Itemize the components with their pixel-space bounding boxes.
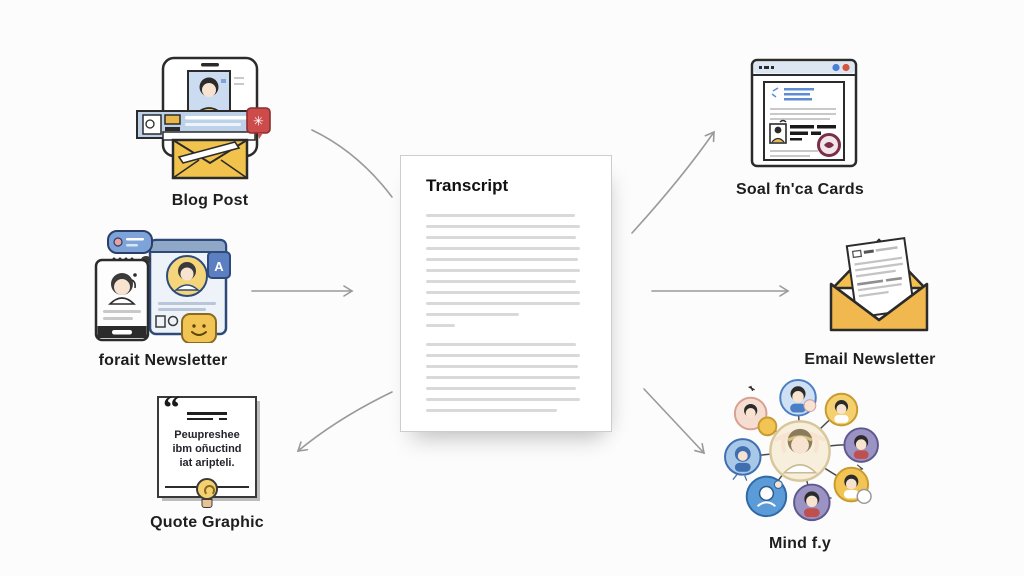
node-label-email-newsletter: Email Newsletter <box>804 351 936 368</box>
arrow-transcript-to-mindmap <box>643 388 706 455</box>
lightbulb-icon <box>196 478 218 500</box>
mindmap-center-avatar <box>769 420 831 482</box>
node-forait-newsletter: A <box>88 228 238 370</box>
node-social-cards: Soal fn'ca Cards <box>725 56 875 199</box>
node-label-mind-map: Mind f.y <box>768 535 832 552</box>
social-feed-cards-icon: A <box>94 230 231 344</box>
arrow-transcript-to-socialcards <box>631 130 715 234</box>
profile-card: A <box>148 238 231 336</box>
svg-text:A: A <box>214 259 224 274</box>
transcript-text-lines <box>426 214 586 412</box>
node-label-forait-newsletter: forait Newsletter <box>98 352 228 369</box>
profile-snippet <box>769 119 836 144</box>
letter <box>845 237 915 319</box>
notification-badge: ✳ <box>246 107 271 139</box>
node-label-blog-post: Blog Post <box>171 192 249 209</box>
node-email-newsletter: Email Newsletter <box>795 226 945 369</box>
node-quote-graphic: “ Peɯpreshee ibm oñuctind iat aripteli. … <box>132 390 282 532</box>
node-blog-post: ✳ Blog Post <box>135 55 285 210</box>
blog-post-icon: ✳ <box>136 56 271 180</box>
smiley-tile <box>181 313 217 344</box>
arrow-blogpost-to-transcript <box>311 129 393 198</box>
label-badge <box>207 251 231 279</box>
phone-card <box>94 258 150 342</box>
social-cards-icon <box>750 58 858 168</box>
inner-card <box>763 81 845 161</box>
mindmap-avatar-bottom-left <box>745 475 788 518</box>
mind-map-icon <box>724 378 879 522</box>
stamp-seal <box>817 133 841 157</box>
node-label-quote-graphic: Quote Graphic <box>150 514 264 531</box>
mindmap-avatar-right <box>843 427 879 463</box>
quote-text: Peɯpreshee ibm oñuctind iat aripteli. <box>172 429 242 469</box>
transcript-document: Transcript <box>400 155 612 432</box>
quote-graphic-icon: “ Peɯpreshee ibm oñuctind iat aripteli. <box>157 390 257 508</box>
svg-text:✳: ✳ <box>253 114 264 129</box>
mindmap-avatar-top-right <box>824 392 859 427</box>
banner-bar <box>136 110 256 141</box>
mindmap-avatar-bottom <box>793 483 831 522</box>
arrow-transcript-to-quote <box>296 391 393 452</box>
transcript-title: Transcript <box>426 176 509 195</box>
node-label-social-cards: Soal fn'ca Cards <box>736 181 864 198</box>
envelope <box>171 138 249 180</box>
mindmap-avatar-left <box>724 438 762 481</box>
window-dot-blue <box>832 63 840 72</box>
mindmap-avatar-top-left <box>733 385 778 437</box>
quotation-mark-icon: “ <box>163 390 180 427</box>
node-mind-map: Mind f.y <box>724 378 879 553</box>
window-dot-red <box>842 63 850 72</box>
mindmap-avatar-top <box>779 378 817 417</box>
email-newsletter-icon <box>829 237 928 332</box>
mindmap-avatar-bottom-right <box>833 466 872 505</box>
